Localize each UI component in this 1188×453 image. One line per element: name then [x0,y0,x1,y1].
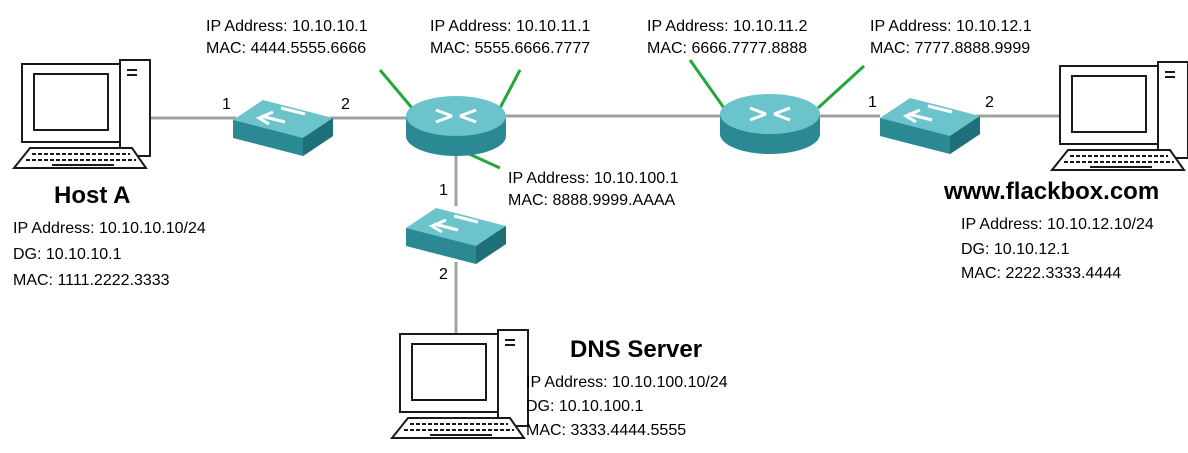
router-2-icon [718,92,822,156]
router2-right-ip-label: IP Address: 10.10.12.1 [870,18,1032,35]
web-server-title: www.flackbox.com [944,178,1160,205]
switch-3-icon [878,96,982,156]
switch1-port-2: 2 [341,96,350,113]
switch2-port-1: 1 [439,182,448,199]
dns-server-mac: MAC: 3333.4444.5555 [526,422,687,439]
switch-1-icon [231,98,335,158]
host-a-ip: IP Address: 10.10.10.10/24 [13,220,206,237]
web-server-dg: DG: 10.10.12.1 [961,241,1070,258]
router1-bottom-ip-label: IP Address: 10.10.100.1 [508,170,679,187]
host-a-computer-icon [13,59,151,169]
callout-line [816,64,866,110]
router1-bottom-mac-label: MAC: 8888.9999.AAAA [508,192,676,209]
web-server-mac: MAC: 2222.3333.4444 [961,265,1122,282]
router2-right-mac-label: MAC: 7777.8888.9999 [870,40,1031,57]
host-a-mac: MAC: 1111.2222.3333 [13,272,170,289]
web-server-computer-icon [1051,61,1188,171]
web-server-ip: IP Address: 10.10.12.10/24 [961,216,1154,233]
dns-server-computer-icon [391,329,529,439]
dns-server-dg: DG: 10.10.100.1 [526,398,644,415]
callout-line [378,69,414,109]
callout-line [498,69,522,109]
switch2-port-2: 2 [439,266,448,283]
switch-2-icon [404,206,508,266]
router2-left-mac-label: MAC: 6666.7777.8888 [647,40,808,57]
dns-server-title: DNS Server [570,336,703,363]
router-1-icon [404,94,508,158]
switch3-port-2: 2 [985,94,994,111]
router2-left-ip-label: IP Address: 10.10.11.2 [647,18,808,35]
router1-right-ip-label: IP Address: 10.10.11.1 [430,18,591,35]
callout-line [688,59,726,109]
router1-left-mac-label: MAC: 4444.5555.6666 [206,40,367,57]
host-a-title: Host A [54,182,131,209]
router1-right-mac-label: MAC: 5555.6666.7777 [430,40,591,57]
host-a-dg: DG: 10.10.10.1 [13,246,122,263]
router1-left-ip-label: IP Address: 10.10.10.1 [206,18,368,35]
switch1-port-1: 1 [222,96,231,113]
switch3-port-1: 1 [868,94,877,111]
dns-server-ip: IP Address: 10.10.100.10/24 [526,374,728,391]
